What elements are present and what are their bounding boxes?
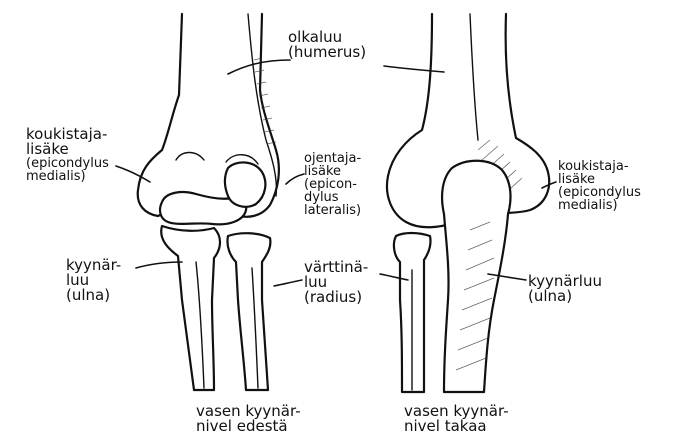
label-radius-line3: (radius)	[304, 290, 368, 305]
label-ulna-front-line3: (ulna)	[66, 288, 121, 303]
caption-back-view: vasen kyynär- nivel takaa	[404, 404, 509, 434]
back-elbow-view	[387, 14, 549, 392]
label-humerus: olkaluu (humerus)	[288, 30, 366, 60]
label-epicondylus-medialis-front: koukistaja- lisäke (epicondylus medialis…	[26, 127, 109, 183]
label-epicondylus-medialis-front-line2: lisäke	[26, 142, 109, 157]
label-epicondylus-medialis-front-line4: medialis)	[26, 170, 109, 183]
label-epicondylus-medialis-back: koukistaja- lisäke (epicondylus medialis…	[558, 160, 641, 212]
caption-back-line2: nivel takaa	[404, 419, 509, 434]
label-ulna-back-line2: (ulna)	[528, 289, 602, 304]
label-radius: värttinä- luu (radius)	[304, 260, 368, 305]
label-ulna-back: kyynärluu (ulna)	[528, 274, 602, 304]
label-ulna-front: kyynär- luu (ulna)	[66, 258, 121, 303]
front-radius	[227, 233, 270, 390]
front-ulna	[161, 226, 220, 390]
caption-front-line2: nivel edestä	[196, 419, 301, 434]
caption-front-view: vasen kyynär- nivel edestä	[196, 404, 301, 434]
label-epicondylus-lateralis: ojentaja- lisäke (epicon- dylus laterali…	[304, 152, 361, 217]
label-epicondylus-lateralis-line5: lateralis)	[304, 204, 361, 217]
label-humerus-line2: (humerus)	[288, 45, 366, 60]
front-elbow-view	[138, 14, 279, 390]
label-epicondylus-medialis-back-line4: medialis)	[558, 199, 641, 212]
